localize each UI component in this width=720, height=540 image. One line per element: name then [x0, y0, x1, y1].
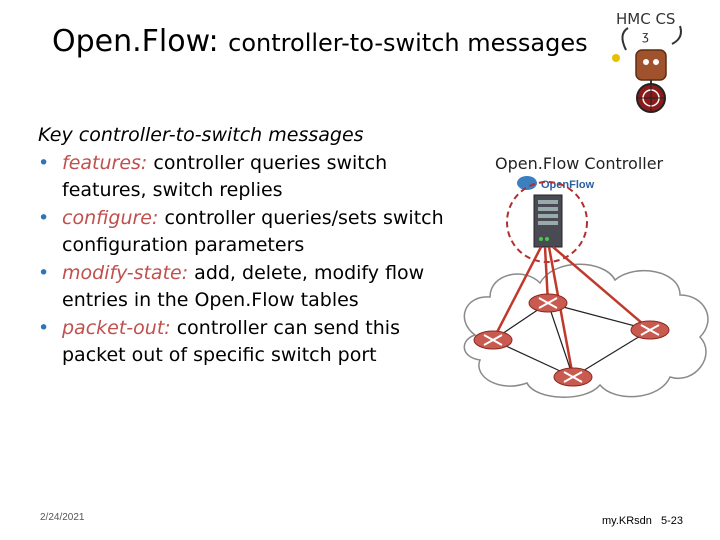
bullet-text: controller can send this packet out of s… — [62, 316, 400, 367]
bullet-glyph: • — [38, 261, 50, 284]
controller-server-icon — [506, 181, 588, 263]
footer-right: my.KRsdn 5-23 — [602, 515, 683, 527]
bullet-packet-out: • packet-out: controller can send this pa… — [38, 315, 448, 370]
title-sub: controller-to-switch messages — [228, 29, 588, 57]
network-cloud — [463, 263, 709, 398]
bullet-term: features: — [62, 151, 148, 174]
page-number: 5-23 — [660, 515, 684, 527]
logo-letters: HMC CS — [616, 10, 675, 28]
body-heading: Key controller-to-switch messages — [38, 124, 364, 146]
body-text: Key controller-to-switch messages • featu… — [38, 122, 448, 370]
switch-icon — [630, 320, 670, 340]
bullet-term: modify-state: — [62, 261, 189, 284]
bullet-list: • features: controller queries switch fea… — [38, 150, 448, 370]
bullet-glyph: • — [38, 151, 50, 174]
switch-icon — [473, 330, 513, 350]
bullet-term: configure: — [62, 206, 159, 229]
svg-text:ʒ: ʒ — [642, 29, 649, 43]
footer-source: my.KRsdn — [602, 515, 652, 527]
hmc-cs-logo: HMC CS ʒ — [612, 10, 682, 113]
switch-icon — [528, 293, 568, 313]
bullet-term: packet-out: — [62, 316, 171, 339]
bullet-glyph: • — [38, 206, 50, 229]
switch-icon — [553, 367, 593, 387]
bullet-text: controller queries switch features, swit… — [62, 151, 388, 202]
network-diagram: Open.Flow Controller OpenFlow — [463, 154, 709, 398]
bullet-text: controller queries/sets switch configura… — [62, 206, 444, 257]
bullet-features: • features: controller queries switch fea… — [38, 150, 448, 205]
title-main: Open.Flow: — [52, 24, 219, 59]
bullet-text: add, delete, modify flow entries in the … — [62, 261, 425, 312]
bullet-modify-state: • modify-state: add, delete, modify flow … — [38, 260, 448, 315]
openflow-logo: OpenFlow — [517, 176, 595, 191]
openflow-logo-text: OpenFlow — [541, 179, 595, 191]
slide-title: Open.Flow: controller-to-switch messages — [52, 24, 692, 59]
bullet-configure: • configure: controller queries/sets swit… — [38, 205, 448, 260]
footer-date: 2/24/2021 — [40, 512, 85, 523]
controller-label: Open.Flow Controller — [495, 154, 664, 173]
bullet-glyph: • — [38, 316, 50, 339]
